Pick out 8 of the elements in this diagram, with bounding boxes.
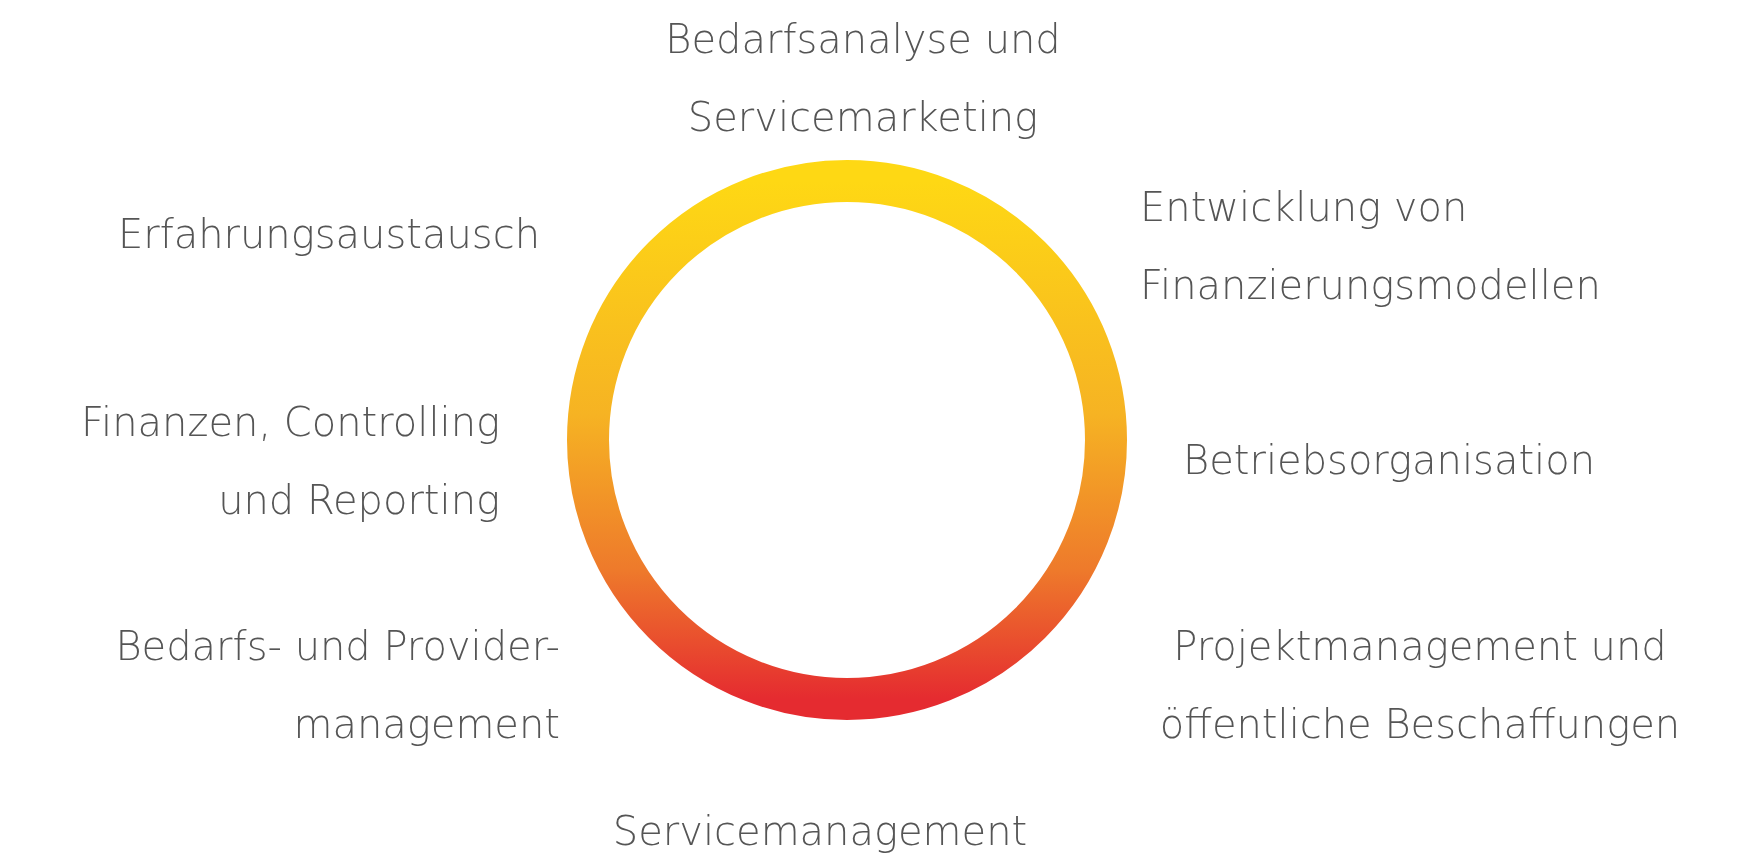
topic-label: Finanzen, Controlling und Reporting <box>80 398 500 525</box>
topic-label: Bedarfs- und Provider- management <box>114 622 560 749</box>
topic-label: Bedarfsanalyse und Servicemarketing <box>664 15 1062 142</box>
topic-label: Betriebsorganisation <box>1183 436 1597 485</box>
topic-label: Projektmanagement und öffentliche Beschaffungen <box>1158 622 1682 749</box>
topic-label: Erfahrungsaustausch <box>116 210 540 259</box>
topic-label: Servicemanagement <box>611 807 1029 856</box>
topic-label: Entwicklung von Finanzierungsmodellen <box>1140 183 1602 310</box>
